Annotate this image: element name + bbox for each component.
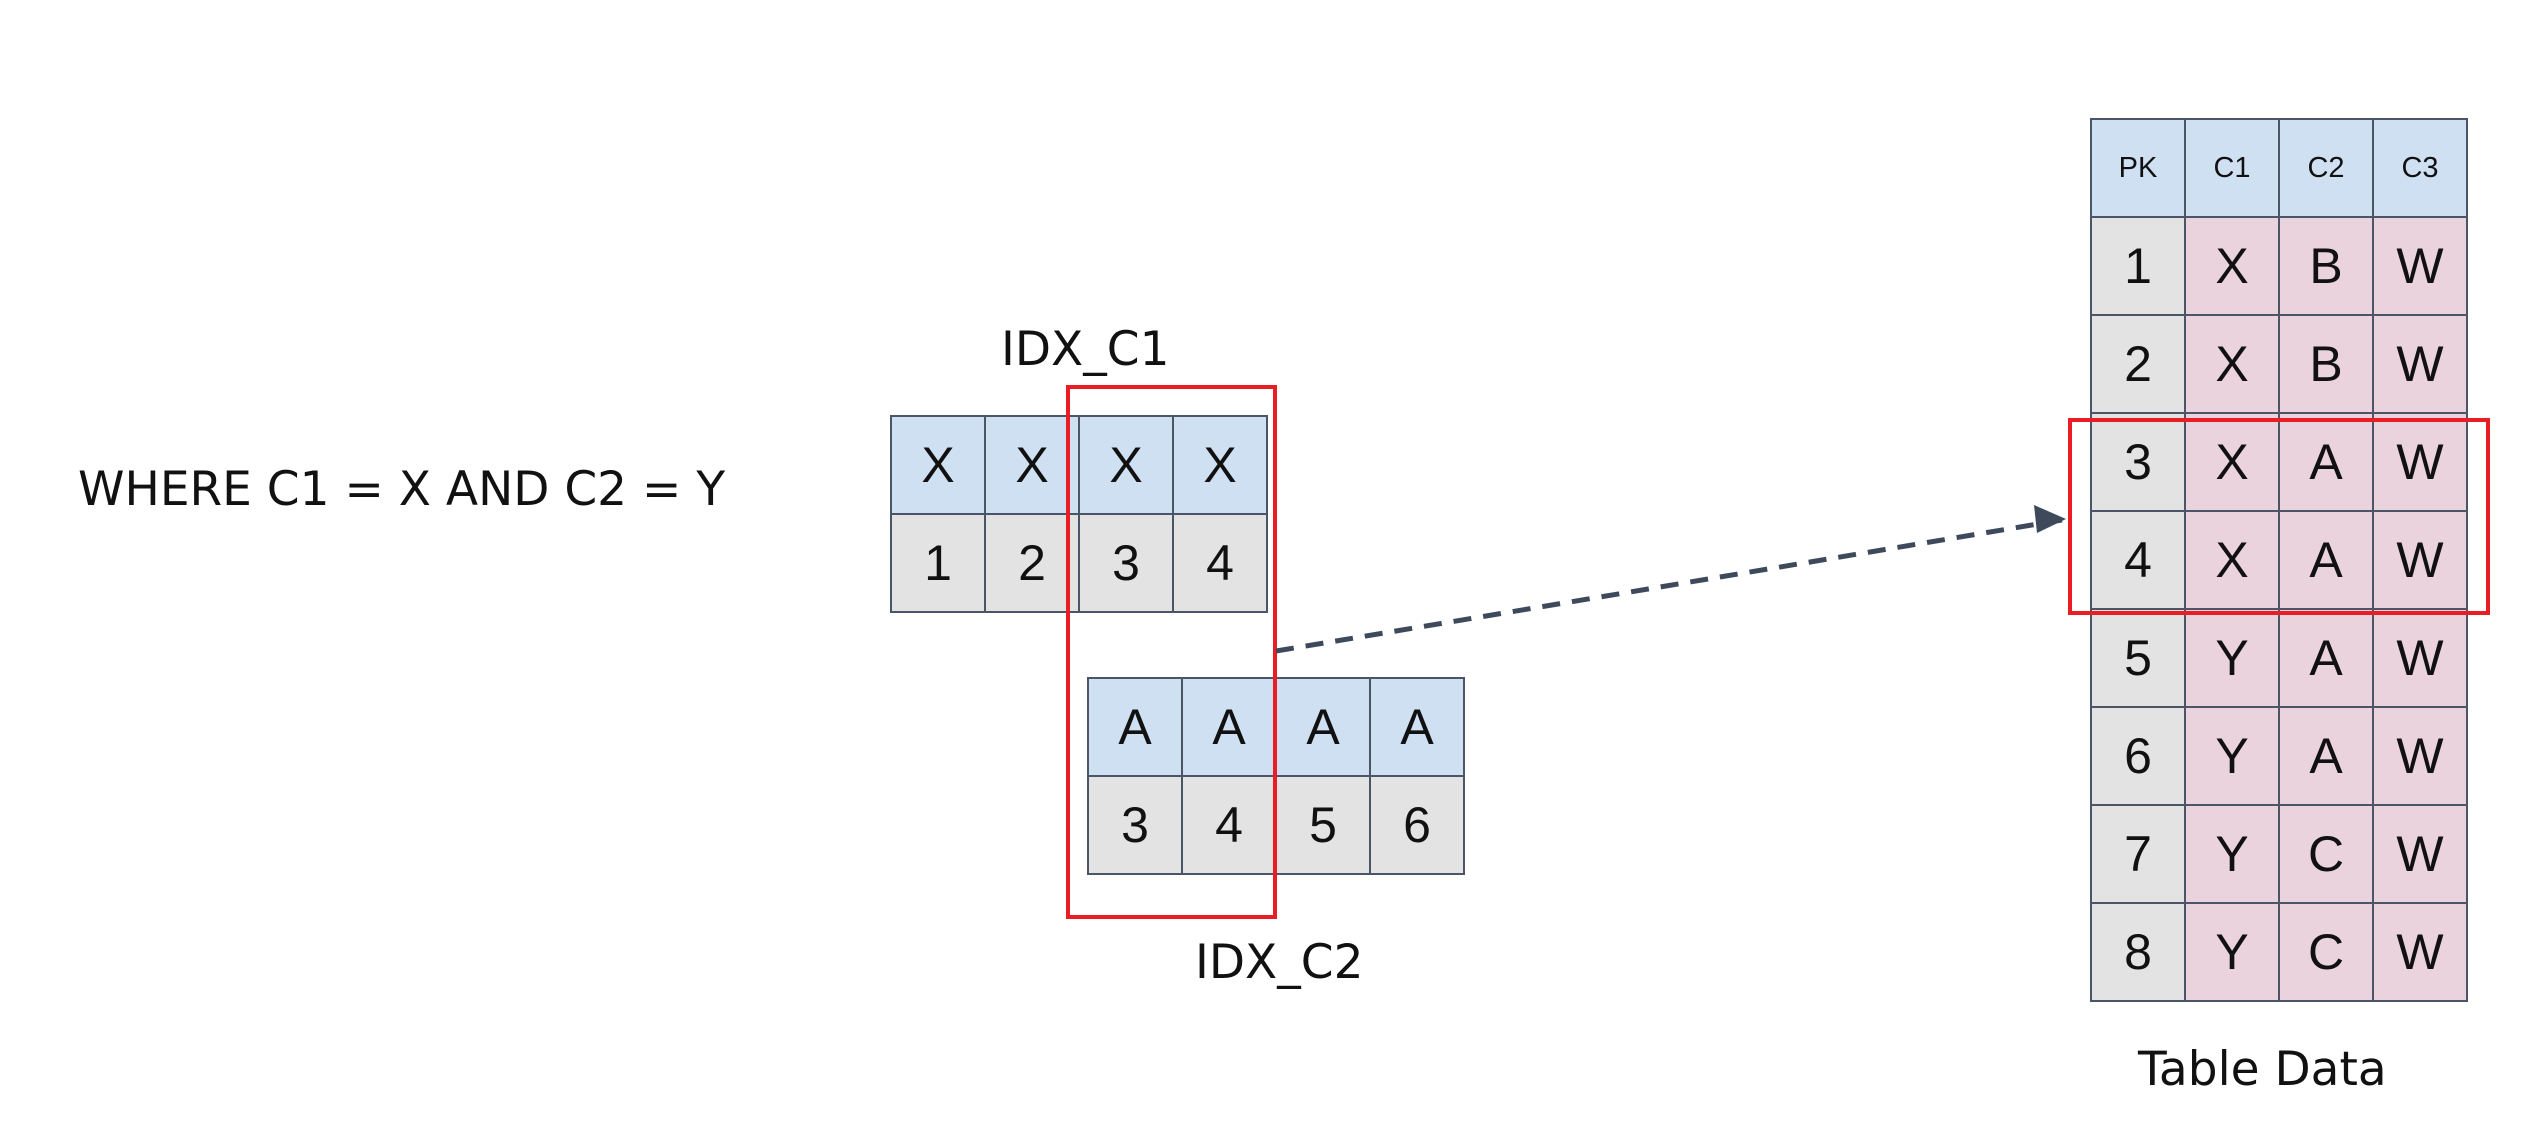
lookup-arrow: [1275, 517, 2063, 654]
idx-c2-pk-cell: 4: [1181, 775, 1277, 875]
table-pk-cell: 4: [2090, 510, 2186, 610]
query-condition: WHERE C1 = X AND C2 = Y: [78, 462, 726, 517]
idx-c1-key-cell: X: [1172, 415, 1268, 515]
idx-c1-title: IDX_C1: [1001, 322, 1170, 377]
idx-c2-title: IDX_C2: [1195, 935, 1364, 990]
idx-c2-pk-cell: 3: [1087, 775, 1183, 875]
table-pk-cell: 3: [2090, 412, 2186, 512]
table-header-c1: C1: [2184, 118, 2280, 218]
table-header-c2: C2: [2278, 118, 2374, 218]
table-pk-cell: 5: [2090, 608, 2186, 708]
lookup-arrow-head: [2034, 505, 2066, 533]
table-pk-cell: 6: [2090, 706, 2186, 806]
table-data-cell: W: [2372, 216, 2468, 316]
table-pk-cell: 7: [2090, 804, 2186, 904]
idx-c2-pk-cell: 5: [1275, 775, 1371, 875]
idx-c1-key-cell: X: [1078, 415, 1174, 515]
table-data-cell: W: [2372, 314, 2468, 414]
table-data-cell: W: [2372, 510, 2468, 610]
table-pk-cell: 2: [2090, 314, 2186, 414]
table-data-cell: W: [2372, 804, 2468, 904]
table-data-cell: W: [2372, 412, 2468, 512]
table-data-cell: Y: [2184, 804, 2280, 904]
table-data-cell: Y: [2184, 902, 2280, 1002]
table-data-cell: C: [2278, 804, 2374, 904]
idx-c1-key-cell: X: [890, 415, 986, 515]
table-pk-cell: 8: [2090, 902, 2186, 1002]
table-data-cell: A: [2278, 608, 2374, 708]
table-pk-cell: 1: [2090, 216, 2186, 316]
table-data-cell: X: [2184, 216, 2280, 316]
table-data-cell: W: [2372, 706, 2468, 806]
table-data-cell: B: [2278, 314, 2374, 414]
table-data-cell: W: [2372, 608, 2468, 708]
idx-c1-pk-cell: 3: [1078, 513, 1174, 613]
table-data-cell: Y: [2184, 608, 2280, 708]
idx-c1-key-cell: X: [984, 415, 1080, 515]
table-data-cell: X: [2184, 510, 2280, 610]
table-data-cell: A: [2278, 412, 2374, 512]
table-data-cell: B: [2278, 216, 2374, 316]
table-data-cell: C: [2278, 902, 2374, 1002]
idx-c1-pk-cell: 2: [984, 513, 1080, 613]
idx-c1-pk-cell: 4: [1172, 513, 1268, 613]
table-data-cell: A: [2278, 510, 2374, 610]
table-header-pk: PK: [2090, 118, 2186, 218]
idx-c1-pk-cell: 1: [890, 513, 986, 613]
table-data-cell: W: [2372, 902, 2468, 1002]
table-data-cell: X: [2184, 412, 2280, 512]
idx-c2-pk-cell: 6: [1369, 775, 1465, 875]
idx-c2-key-cell: A: [1275, 677, 1371, 777]
table-data-cell: X: [2184, 314, 2280, 414]
table-data-cell: A: [2278, 706, 2374, 806]
table-data-cell: Y: [2184, 706, 2280, 806]
idx-c2-key-cell: A: [1087, 677, 1183, 777]
table-data-title: Table Data: [2138, 1042, 2387, 1097]
idx-c2-key-cell: A: [1369, 677, 1465, 777]
table-header-c3: C3: [2372, 118, 2468, 218]
idx-c2-key-cell: A: [1181, 677, 1277, 777]
